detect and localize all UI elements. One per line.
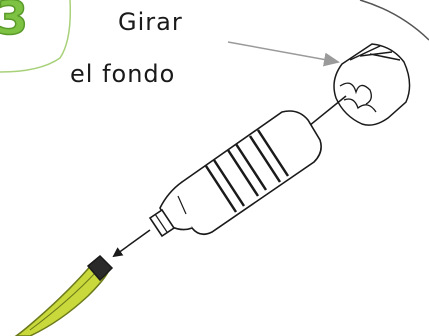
gray-pointer-arrow (227, 41, 340, 67)
instruction-line-1: Girar (118, 8, 183, 36)
arrow-neck-to-tip (112, 229, 151, 258)
bottle-body-icon (159, 110, 322, 236)
bottle-bottom-icon (333, 43, 411, 126)
instruction-line-2: el fondo (70, 60, 175, 88)
frame-curve (0, 0, 72, 73)
step-number: 3 (0, 0, 28, 45)
pointed-end-icon (14, 254, 114, 336)
frame-top-arc (359, 0, 429, 41)
bottle-neck-icon (148, 208, 176, 238)
